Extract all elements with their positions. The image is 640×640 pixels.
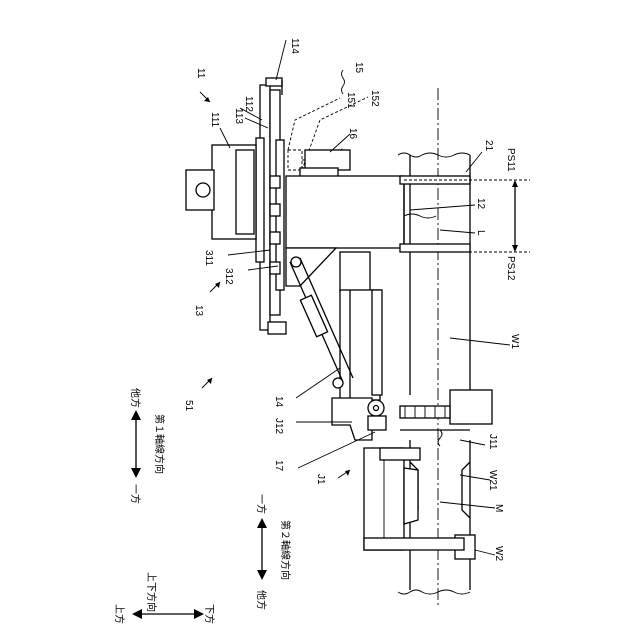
label-j12: J12 (273, 418, 284, 435)
label-21: 21 (483, 140, 494, 152)
dimension-l (404, 180, 530, 252)
label-312: 312 (223, 268, 234, 285)
label-114: 114 (289, 38, 300, 54)
axis2-title-label: 第２軸線方向 (279, 520, 292, 580)
joint-j11-clamp (400, 390, 492, 446)
label-15: 15 (353, 62, 364, 74)
label-w21: W21 (487, 470, 498, 491)
vertical-legend: 上方 上下方向 下方 (113, 572, 216, 624)
vert-title-label: 上下方向 (145, 572, 158, 612)
label-12: 12 (475, 198, 486, 210)
motor-111 (186, 145, 256, 239)
axis1-legend: 他方 第１軸線方向 一方 (129, 388, 166, 504)
label-152: 152 (369, 90, 380, 107)
label-113: 113 (233, 108, 244, 124)
label-ps12: PS12 (505, 256, 516, 281)
label-51: 51 (183, 400, 194, 412)
label-111: 111 (209, 112, 220, 128)
axis1-one-label: 一方 (129, 484, 142, 504)
label-j1: J1 (315, 474, 326, 485)
label-112: 112 (243, 96, 254, 112)
label-14: 14 (273, 396, 284, 408)
axis2-one-label: 一方 (255, 494, 268, 514)
vert-up-label: 上方 (113, 604, 126, 624)
label-j11: J11 (487, 434, 498, 450)
label-13: 13 (193, 305, 204, 317)
main-body-12 (286, 176, 470, 252)
label-l: L (475, 230, 486, 236)
vert-down-label: 下方 (203, 604, 216, 624)
label-16: 16 (347, 128, 358, 140)
label-w2: W2 (493, 546, 504, 561)
rod-13-frame (340, 252, 382, 400)
label-ps11: PS11 (505, 148, 516, 172)
label-151: 151 (345, 92, 356, 109)
frame-j1 (364, 448, 464, 550)
label-w1: W1 (509, 334, 520, 349)
axis1-title-label: 第１軸線方向 (153, 414, 166, 474)
label-m: M (493, 504, 504, 512)
joint-j12 (332, 398, 386, 440)
label-311: 311 (203, 250, 214, 266)
bracket-16 (300, 150, 350, 178)
workpiece-w1 (398, 88, 470, 608)
axis2-legend: 一方 第２軸線方向 他方 (255, 494, 292, 610)
axis2-other-label: 他方 (255, 590, 268, 610)
axis1-other-label: 他方 (129, 388, 142, 408)
label-17: 17 (273, 460, 284, 472)
label-11: 11 (195, 68, 206, 79)
